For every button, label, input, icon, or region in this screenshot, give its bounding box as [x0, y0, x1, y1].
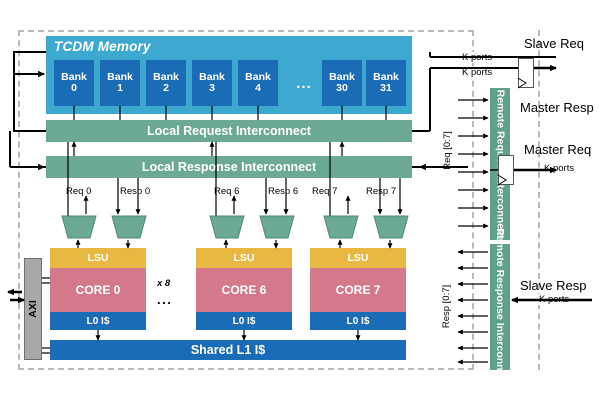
req-bus-label: Req [0:7] — [440, 112, 454, 188]
tcdm-title: TCDM Memory — [54, 39, 151, 54]
bank-label: Bank — [245, 70, 271, 83]
replication-ellipsis: ... — [157, 292, 173, 307]
bank-index: 30 — [336, 82, 348, 94]
k-ports-label-1: K ports — [461, 52, 494, 63]
k-ports-label-4: K ports — [538, 294, 571, 305]
bank-label: Bank — [61, 70, 87, 83]
bank-index: 0 — [71, 82, 77, 94]
chip-boundary-right — [538, 30, 540, 370]
lsu-7: LSU — [310, 248, 406, 268]
l0-icache-0: L0 I$ — [50, 312, 146, 330]
cluster-boundary — [18, 30, 474, 370]
master-req-label: Master Req — [524, 142, 592, 157]
bank-index: 2 — [163, 82, 169, 94]
k-ports-label-2: K ports — [461, 67, 494, 78]
core-7: CORE 7 — [310, 268, 406, 312]
tcdm-bank-1: Bank 1 — [100, 60, 140, 106]
axi-port: AXI — [24, 258, 42, 360]
register-master-req — [498, 155, 514, 185]
l0-icache-7: L0 I$ — [310, 312, 406, 330]
l0-icache-6: L0 I$ — [196, 312, 292, 330]
slave-resp-label: Slave Resp — [520, 278, 587, 293]
tcdm-bank-31: Bank 31 — [366, 60, 406, 106]
tcdm-bank-3: Bank 3 — [192, 60, 232, 106]
local-response-interconnect: Local Response Interconnect — [46, 156, 412, 178]
tcdm-bank-4: Bank 4 — [238, 60, 278, 106]
bank-index: 31 — [380, 82, 392, 94]
core-6: CORE 6 — [196, 268, 292, 312]
tcdm-bank-ellipsis: ... — [296, 74, 312, 92]
axi-label: AXI — [27, 300, 40, 318]
bank-index: 3 — [209, 82, 215, 94]
core-0: CORE 0 — [50, 268, 146, 312]
register-slave-req — [518, 58, 534, 88]
resp-label-0: Resp 0 — [120, 186, 151, 197]
master-resp-label: Master Resp — [520, 100, 594, 115]
k-ports-label-3: K ports — [543, 163, 576, 174]
resp-label-6: Resp 6 — [268, 186, 299, 197]
req-label-6: Req 6 — [214, 186, 240, 197]
remote-response-label: Remote Response Interconnect — [494, 228, 507, 386]
remote-response-interconnect: Remote Response Interconnect — [490, 228, 510, 386]
resp-bus-text: Resp [0:7] — [441, 284, 453, 328]
lsu-6: LSU — [196, 248, 292, 268]
bank-label: Bank — [199, 70, 225, 83]
replication-multiplier: x 8 — [157, 278, 171, 289]
bank-label: Bank — [373, 70, 399, 83]
resp-bus-label: Resp [0:7] — [440, 266, 454, 346]
bank-label: Bank — [107, 70, 133, 83]
shared-l1-icache: Shared L1 I$ — [50, 340, 406, 360]
tcdm-bank-2: Bank 2 — [146, 60, 186, 106]
bank-label: Bank — [153, 70, 179, 83]
req-label-7: Req 7 — [312, 186, 338, 197]
req-label-0: Req 0 — [66, 186, 92, 197]
lsu-0: LSU — [50, 248, 146, 268]
tcdm-bank-30: Bank 30 — [322, 60, 362, 106]
bank-index: 4 — [255, 82, 261, 94]
req-bus-text: Req [0:7] — [441, 130, 453, 170]
bank-index: 1 — [117, 82, 123, 94]
local-request-interconnect: Local Request Interconnect — [46, 120, 412, 142]
slave-req-label: Slave Req — [524, 36, 584, 51]
resp-label-7: Resp 7 — [366, 186, 397, 197]
bank-label: Bank — [329, 70, 355, 83]
tcdm-bank-0: Bank 0 — [54, 60, 94, 106]
